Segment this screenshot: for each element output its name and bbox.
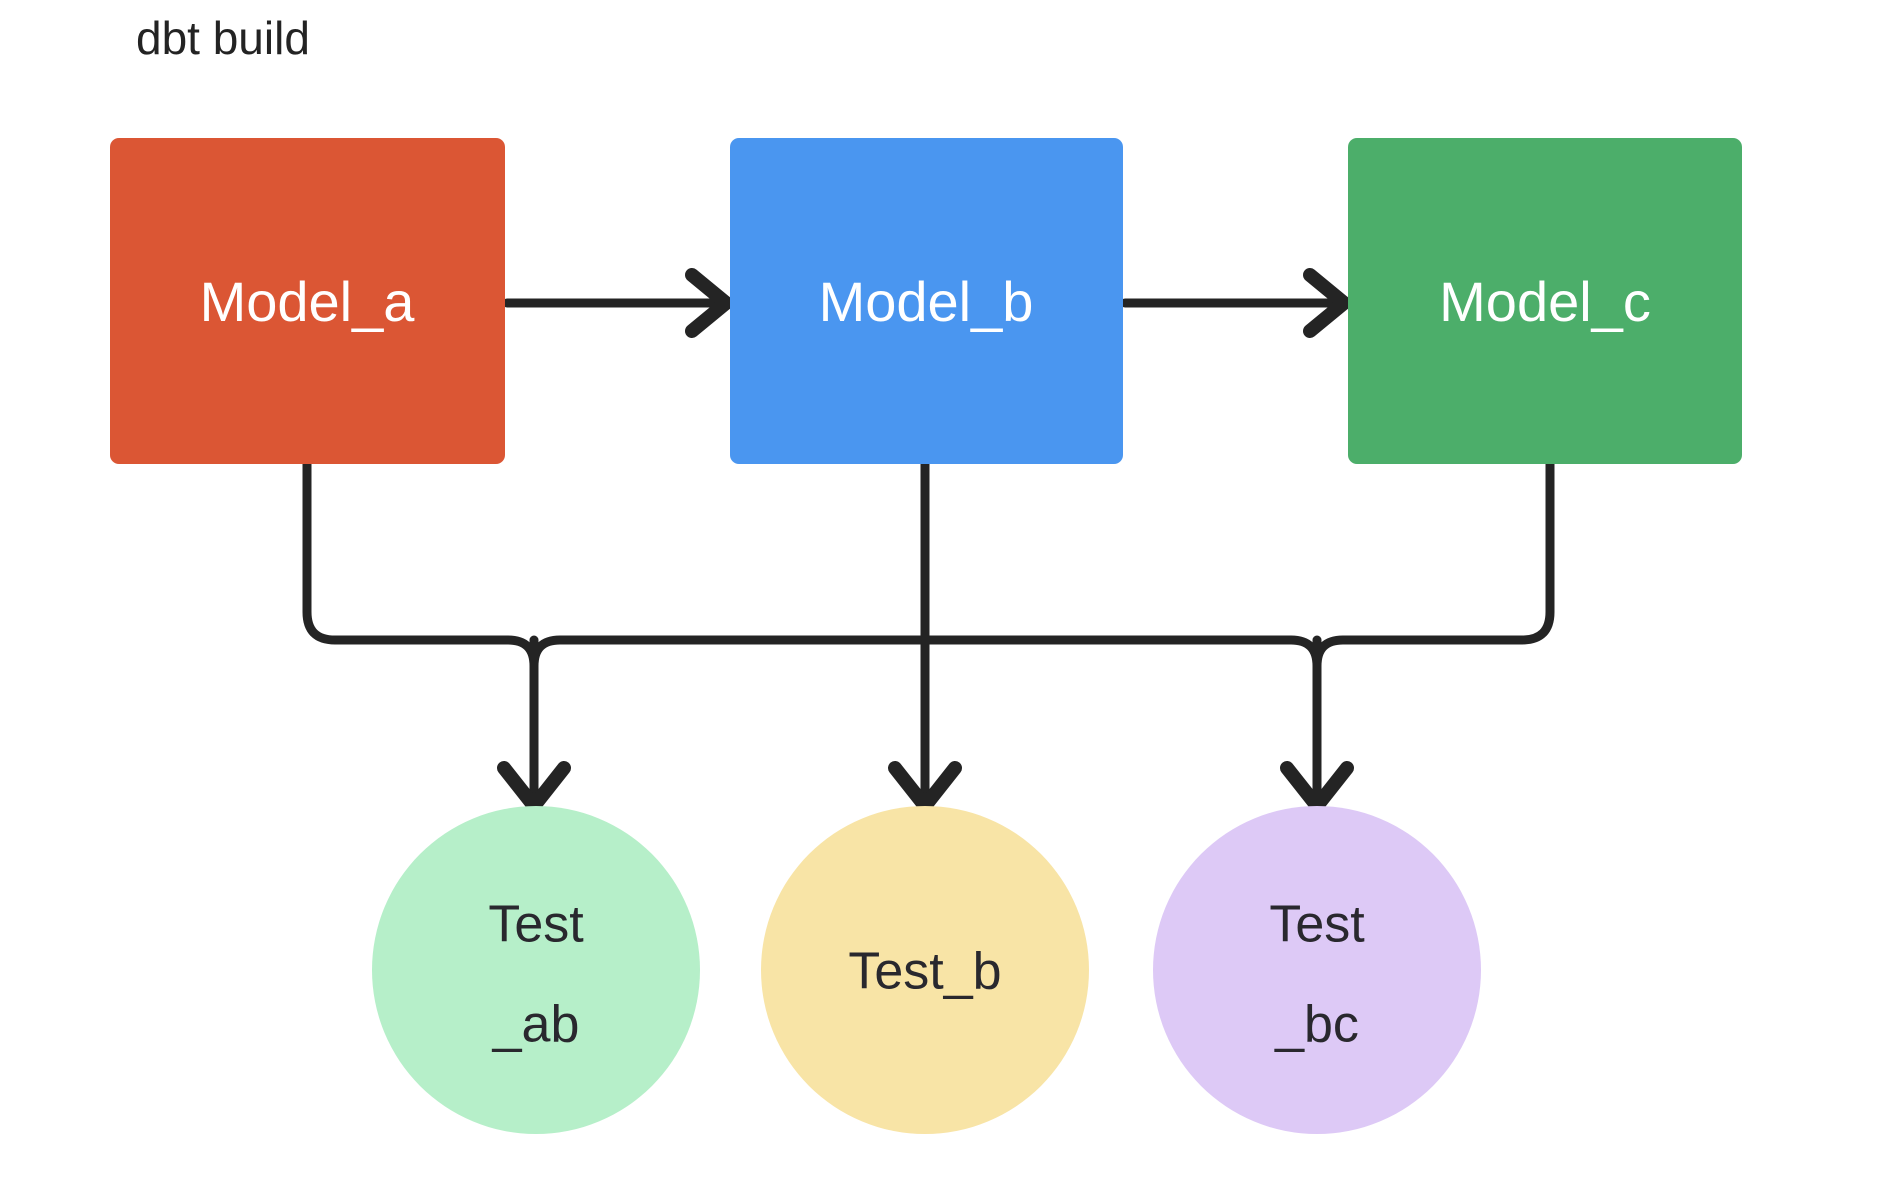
edge-model-a-to-test-ab [302, 459, 539, 671]
edge-model-b-to-model-c [1120, 268, 1351, 338]
node-model-a[interactable]: Model_a [110, 138, 505, 464]
test-ab-label-line1: Test [488, 896, 584, 954]
test-ab-label-line2: _ab [492, 996, 580, 1054]
model-node-layer: Model_a Model_b Model_c [110, 138, 1742, 464]
page-title: dbt build [136, 12, 310, 64]
node-model-b[interactable]: Model_b [730, 138, 1123, 464]
test-bc-label-line1: Test [1269, 896, 1365, 954]
node-model-c[interactable]: Model_c [1348, 138, 1742, 464]
test-bc-label-line2: _bc [1274, 996, 1359, 1054]
test-bc-shape[interactable] [1153, 806, 1481, 1134]
model-c-label: Model_c [1439, 270, 1651, 333]
model-c-shape[interactable] [1348, 138, 1742, 464]
arrowhead-icon [1303, 268, 1351, 338]
model-a-shape[interactable] [110, 138, 505, 464]
edge-model-a-to-model-b [502, 268, 733, 338]
node-test-b[interactable]: Test_b [761, 806, 1089, 1134]
edge-drop-test-ab [497, 635, 571, 813]
edge-drop-test-bc [1280, 635, 1354, 813]
arrowhead-icon [685, 268, 733, 338]
edge-line [529, 635, 930, 671]
arrowhead-icon [497, 761, 571, 813]
test-b-shape[interactable] [761, 806, 1089, 1134]
edge-line [920, 635, 1322, 671]
edge-model-b-to-test-b [888, 459, 962, 813]
edge-model-b-to-test-ab [529, 635, 930, 671]
edge-line [302, 459, 539, 671]
test-ab-shape[interactable] [372, 806, 700, 1134]
test-node-layer: Test _ab Test_b Test _bc [372, 806, 1481, 1134]
edge-model-c-to-test-bc [1312, 459, 1555, 671]
node-test-ab[interactable]: Test _ab [372, 806, 700, 1134]
test-b-label-line1: Test_b [848, 943, 1001, 1001]
model-b-shape[interactable] [730, 138, 1123, 464]
model-b-label: Model_b [819, 270, 1034, 333]
node-test-bc[interactable]: Test _bc [1153, 806, 1481, 1134]
model-a-label: Model_a [200, 270, 416, 333]
edge-line [1312, 459, 1555, 671]
edge-model-b-to-test-bc [920, 635, 1322, 671]
